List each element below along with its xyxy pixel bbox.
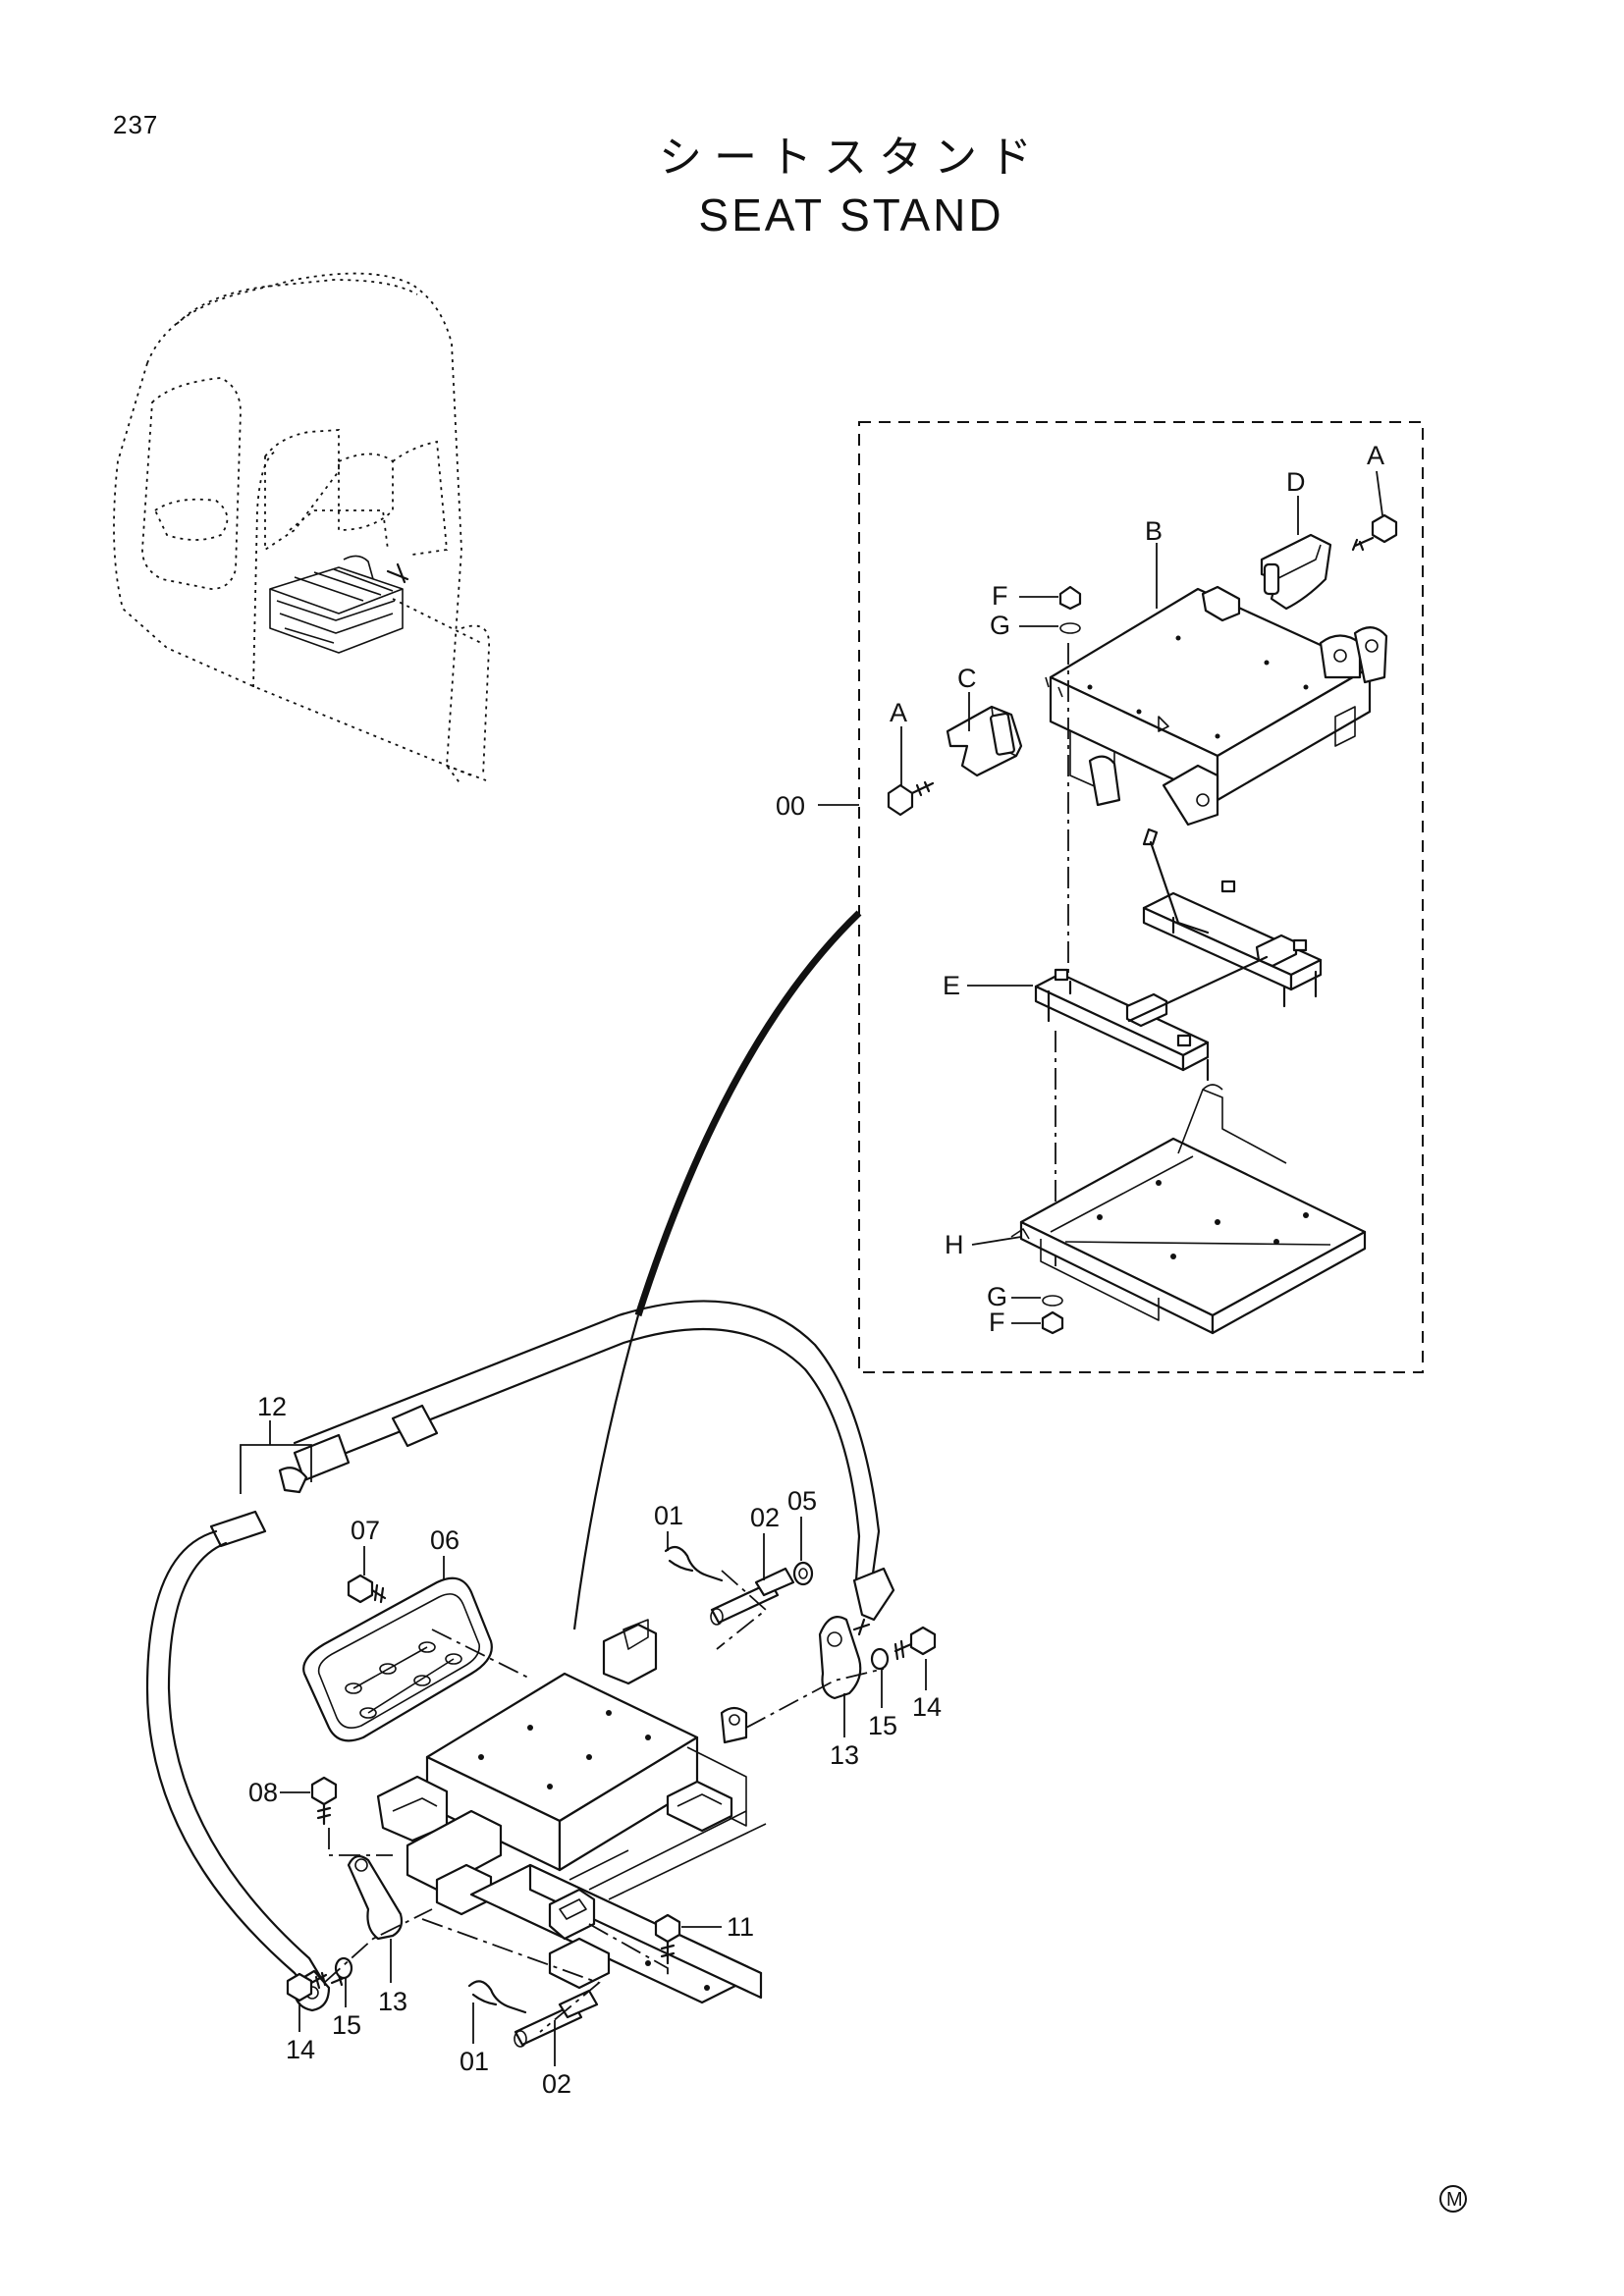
assembly-connector-tail [572,1314,640,1630]
callout-14-left: 14 [286,2035,315,2064]
bolt-a-top [1351,513,1398,552]
leader-12-bracket [240,1444,312,1494]
callout-f-bottom: F [989,1308,1005,1337]
callout-a-top: A [1367,441,1384,470]
leader-a-top [1376,470,1383,516]
part-01-clip-bottom [467,1980,527,2014]
callout-g-bottom: G [987,1282,1007,1311]
callout-b: B [1145,516,1163,546]
washer-g-top [1059,622,1081,634]
callout-13-right: 13 [830,1740,859,1770]
bolt-a-left [887,780,935,817]
callout-a-left: A [890,698,907,727]
callout-01-bottom: 01 [460,2047,489,2076]
part-c-bracket [946,705,1023,777]
part-06-cover-plate [302,1576,493,1742]
callout-f-top: F [992,581,1008,611]
bolt-14-right [893,1626,937,1661]
callout-14-right: 14 [912,1692,942,1722]
nut-f-bottom [1041,1310,1064,1335]
bolt-11 [654,1913,681,1965]
title-japanese: シートスタンド [659,133,1044,183]
part-15-washer-left [334,1956,353,1980]
cab-seat-stand-highlight [269,555,409,654]
assembly-00-boundary [858,421,1424,1373]
part-02-pin-top [710,1567,795,1626]
callout-00: 00 [776,791,805,821]
part-13-bracket-left [347,1854,404,1941]
nut-f-top [1058,585,1082,611]
alignment-line-11 [588,1923,669,1978]
bolt-14-left [286,1971,328,2002]
part-15-washer-right [870,1647,890,1671]
callout-15-left: 15 [332,2010,361,2040]
corner-mark: M [1439,2185,1467,2213]
alignment-line-06 [431,1629,531,1680]
callout-02-bottom: 02 [542,2069,571,2099]
part-01-clip-top [664,1545,724,1582]
alignment-line-08 [328,1828,393,1856]
callout-h: H [945,1230,964,1259]
alignment-line-left [323,1908,433,1984]
callout-08: 08 [248,1778,278,1807]
washer-g-bottom [1042,1295,1063,1307]
callout-e: E [943,971,960,1000]
title-english: SEAT STAND [698,189,1004,240]
alignment-line-pin-top [716,1570,768,1650]
svg-text:M: M [1446,2189,1463,2211]
callout-15-right: 15 [868,1711,897,1740]
part-b-upper-frame [1045,585,1388,827]
callout-01-top: 01 [654,1501,683,1530]
callout-02-top: 02 [750,1503,780,1532]
part-05-washer [792,1561,814,1586]
leader-h [971,1236,1022,1246]
callout-05: 05 [787,1486,817,1516]
callout-13-left: 13 [378,1987,407,2016]
callout-12: 12 [257,1392,287,1421]
callout-06: 06 [430,1525,460,1555]
part-h-base-plate [1010,1084,1367,1335]
callout-c: C [957,664,977,693]
page-number: 237 [113,110,159,139]
assembly-connector-curve [634,910,862,1317]
callout-g-top: G [990,611,1010,640]
callout-07: 07 [351,1516,380,1545]
part-d-bracket [1260,533,1332,611]
callout-11: 11 [727,1912,754,1942]
part-05-washer-hole [798,1568,808,1579]
alignment-line-right [745,1668,885,1729]
alignment-line-pin-bottom [421,1918,601,2033]
seat-belt-strap [145,1300,895,2012]
callout-d: D [1286,467,1306,497]
bolt-08 [310,1776,338,1826]
cab-overview-illustration [113,272,490,786]
part-e-slide-rails [1034,828,1323,1082]
bolt-07 [347,1574,387,1604]
part-13-bracket-right [818,1616,862,1700]
title-block: シートスタンド SEAT STAND [0,130,1624,243]
seat-stand-main-body [376,1619,767,2004]
